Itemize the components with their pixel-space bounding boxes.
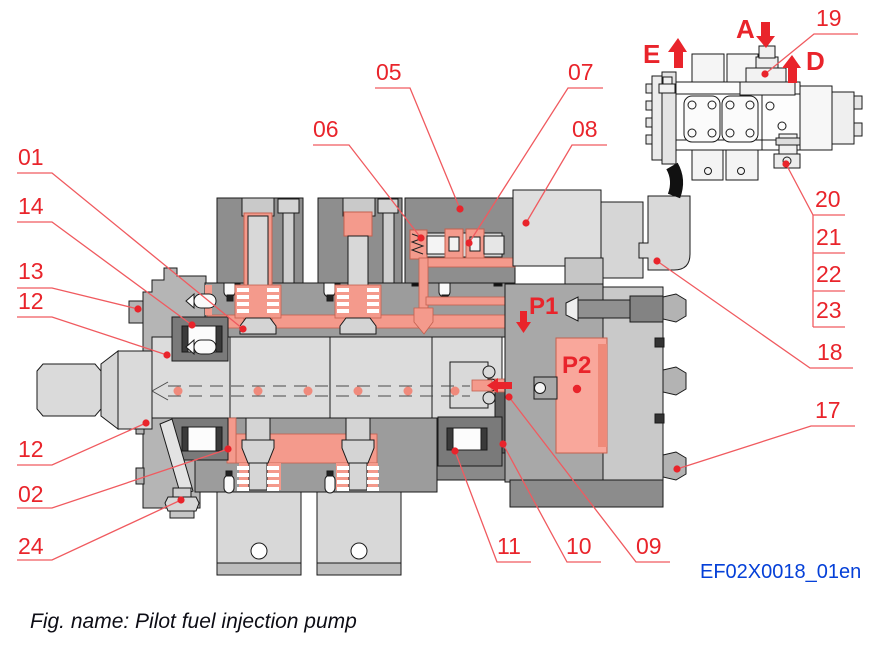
callout-23: 23 [816,297,842,323]
port-marker-P2: P2 [562,352,592,379]
external-view [645,45,863,181]
callout-22: 22 [816,261,842,287]
port-P2-dot [572,384,582,394]
arrow-flow-left [487,378,512,393]
centerline [151,381,470,401]
callout-11: 11 [497,533,521,559]
flow-marker-D: D [806,46,825,76]
callout-12b: 12 [18,436,44,462]
lever-and-bolt [159,418,200,519]
leader-dots [134,70,790,504]
shaft-end-hub [449,361,498,409]
callout-12a: 12 [18,288,44,314]
callout-19: 19 [816,5,842,31]
callout-07: 07 [568,59,594,85]
callout-18: 18 [817,339,843,365]
figure-reference: EF02X0018_01en [700,561,862,583]
flow-marker-A: A [736,14,755,44]
arrow-D-up [782,55,801,83]
cable-hose [666,162,684,199]
callout-13: 13 [18,258,44,284]
callout-09: 09 [636,533,662,559]
flow-arrows [487,22,801,393]
solenoid-block [512,189,691,279]
flow-marker-E: E [643,39,661,69]
callout-17: 17 [815,397,841,423]
mounting-feet [216,491,402,576]
callout-21: 21 [816,224,842,250]
control-valve [409,228,505,260]
callout-01: 01 [18,144,44,170]
pump-elements [234,197,382,491]
arrow-E-up [668,38,687,68]
leader-lines [17,33,858,563]
callout-02: 02 [18,481,44,507]
arrow-P1-down [516,311,531,333]
port-marker-P1: P1 [529,293,559,320]
callout-14: 14 [18,193,44,219]
callout-08: 08 [572,116,598,142]
arrow-A-down [756,22,775,48]
callout-20: 20 [815,186,841,212]
drive-shaft [36,336,503,431]
figure-caption: Fig. name: Pilot fuel injection pump [30,610,357,633]
callout-10: 10 [566,533,592,559]
callout-06: 06 [313,116,339,142]
callout-05: 05 [376,59,402,85]
callout-24: 24 [18,533,44,559]
